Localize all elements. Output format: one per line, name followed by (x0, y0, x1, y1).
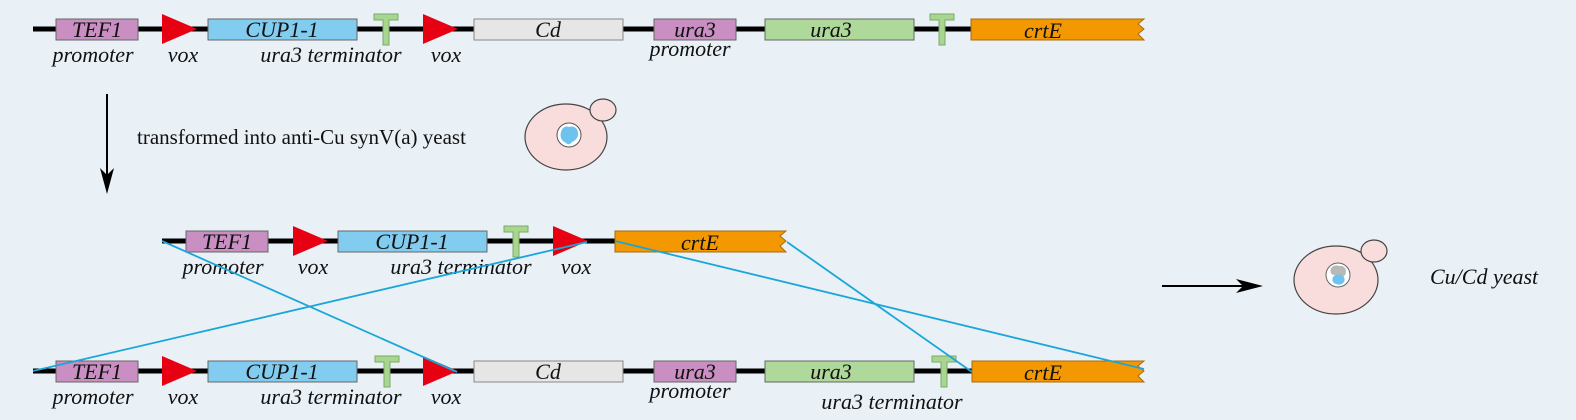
vox-label: vox (168, 42, 199, 67)
vox-triangle-icon (162, 356, 197, 386)
nucleus-dna-icon (560, 126, 579, 145)
crte-label: crtE (1024, 18, 1062, 43)
crte-label: crtE (1024, 360, 1062, 385)
promoter-label: promoter (647, 378, 731, 403)
terminator-icon (374, 355, 400, 388)
ura3-terminator: ura3 terminator (821, 355, 963, 414)
vox-site: vox (293, 226, 328, 279)
terminator-label: ura3 terminator (821, 389, 963, 414)
promoter-label: promoter (180, 254, 264, 279)
crte-gene: crtE (614, 230, 788, 255)
promoter-label: promoter (50, 384, 134, 409)
yeast-cell-icon (1293, 239, 1388, 315)
vox-triangle-icon (423, 356, 458, 386)
crte-gene: crtE (971, 360, 1146, 385)
tef1-promoter: TEF1 promoter (50, 17, 139, 67)
terminator-label: ura3 terminator (260, 42, 402, 67)
arrow-down-icon (100, 94, 114, 194)
cd-gene: Cd (473, 17, 624, 42)
vox-site: vox (162, 356, 198, 409)
ura3-promoter-label: ura3 (674, 359, 716, 384)
recombination-line (786, 241, 973, 373)
ura3-promoter: ura3 promoter (647, 17, 737, 61)
tef1-promoter: TEF1 promoter (50, 359, 139, 409)
terminator-label: ura3 terminator (260, 384, 402, 409)
crte-gene: crtE (970, 18, 1146, 43)
cup1-label: CUP1-1 (245, 17, 318, 42)
vox-site: vox (423, 14, 461, 67)
result-step: Cu/Cd yeast (1162, 239, 1539, 315)
vox-triangle-icon (553, 226, 588, 256)
crte-label: crtE (681, 230, 719, 255)
terminator-icon (373, 13, 399, 46)
yeast-cell-icon (524, 98, 617, 171)
vox-triangle-icon (293, 226, 328, 256)
promoter-label: promoter (647, 36, 731, 61)
ura3-promoter: ura3 promoter (647, 359, 737, 403)
cup1-label: CUP1-1 (375, 229, 448, 254)
ura3-gene-label: ura3 (810, 359, 852, 384)
ura3-terminator: ura3 terminator (260, 13, 402, 67)
terminator-icon (931, 355, 957, 388)
cup1-gene: CUP1-1 (207, 359, 358, 384)
ura3-gene-label: ura3 (810, 17, 852, 42)
top-construct: TEF1 promoter vox CUP1-1 ura3 terminator… (33, 13, 1146, 67)
vox-label: vox (431, 42, 462, 67)
bottom-construct: TEF1 promoter vox CUP1-1 ura3 terminator… (33, 355, 1146, 414)
terminator-icon (929, 13, 955, 46)
tef1-label: TEF1 (202, 229, 252, 254)
vox-label: vox (431, 384, 462, 409)
cup1-gene: CUP1-1 (207, 17, 358, 42)
ura3-terminator: ura3 terminator (390, 225, 532, 279)
vox-label: vox (298, 254, 329, 279)
arrow-right-icon (1162, 279, 1263, 293)
vox-triangle-icon (162, 14, 197, 44)
vox-site: vox (162, 14, 198, 67)
recombination-line (614, 240, 1145, 370)
terminator-label: ura3 terminator (390, 254, 532, 279)
ura3-terminator: ura3 terminator (260, 355, 402, 409)
transformation-text: transformed into anti-Cu synV(a) yeast (137, 125, 466, 149)
cup1-gene: CUP1-1 (337, 229, 488, 254)
middle-construct: TEF1 promoter vox CUP1-1 ura3 terminator… (162, 225, 788, 279)
vox-label: vox (561, 254, 592, 279)
cu-cd-particles-icon (1330, 265, 1346, 277)
tef1-promoter: TEF1 promoter (180, 229, 269, 279)
tef1-label: TEF1 (72, 17, 122, 42)
vox-site: vox (553, 226, 591, 279)
ura3-promoter-label: ura3 (674, 17, 716, 42)
ura3-gene: ura3 (764, 17, 915, 42)
transformation-step: transformed into anti-Cu synV(a) yeast (100, 94, 617, 194)
vox-site: vox (423, 356, 461, 409)
cd-label: Cd (535, 359, 562, 384)
recombination-lines (32, 240, 1145, 373)
recombination-line (32, 241, 588, 372)
vox-triangle-icon (423, 14, 458, 44)
cup1-label: CUP1-1 (245, 359, 318, 384)
vox-label: vox (168, 384, 199, 409)
cd-label: Cd (535, 17, 562, 42)
tef1-label: TEF1 (72, 359, 122, 384)
cd-gene: Cd (473, 359, 624, 384)
result-text: Cu/Cd yeast (1430, 264, 1539, 289)
ura3-terminator (929, 13, 955, 46)
ura3-gene: ura3 (764, 359, 915, 384)
promoter-label: promoter (50, 42, 134, 67)
nucleus-dna-icon (1332, 274, 1345, 285)
